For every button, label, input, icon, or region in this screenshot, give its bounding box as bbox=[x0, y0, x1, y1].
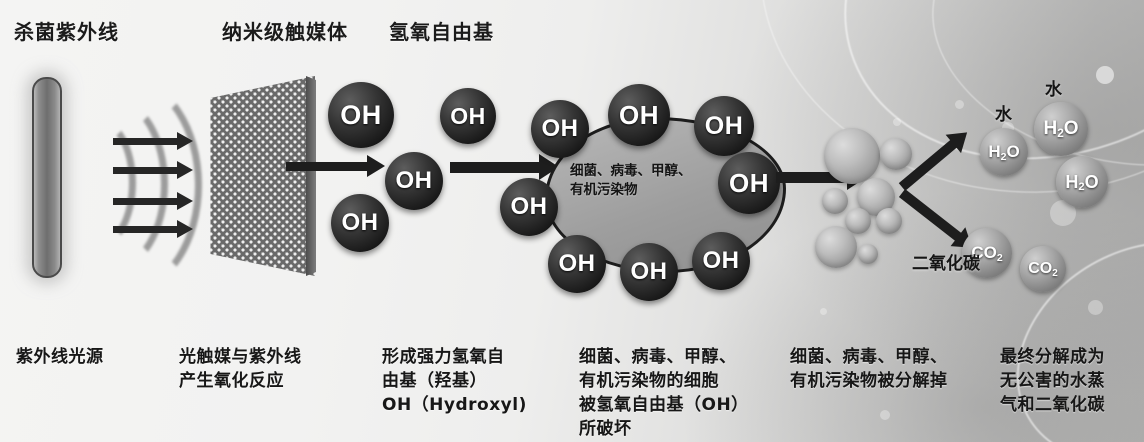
oh-molecule-label: OH bbox=[729, 167, 769, 198]
oh-molecule-blob: OH bbox=[500, 178, 558, 236]
oh-molecule-label: OH bbox=[558, 250, 596, 277]
oh-molecule-blob: OH bbox=[548, 235, 606, 293]
co2-molecule: CO2 bbox=[1020, 246, 1066, 292]
oh-molecule: OH bbox=[331, 194, 389, 252]
background-bokeh-7 bbox=[880, 410, 890, 420]
caption-line: 气和二氧化碳 bbox=[1000, 395, 1105, 415]
caption-line: 无公害的水蒸 bbox=[1000, 371, 1105, 391]
h2o-molecule: H2O bbox=[1034, 102, 1088, 156]
caption-line: 所破坏 bbox=[579, 419, 632, 439]
decomposed-bubble bbox=[876, 208, 902, 234]
pollutant-blob-line-1: 细菌、病毒、甲醇、 bbox=[570, 163, 692, 179]
oh-molecule-blob: OH bbox=[694, 96, 754, 156]
h2o-formula: H2O bbox=[988, 142, 1020, 163]
co2-formula: CO2 bbox=[1028, 260, 1058, 279]
uv-ray-2 bbox=[113, 161, 193, 179]
oh-molecule-label: OH bbox=[510, 193, 548, 220]
label-hydroxyl-radical: 氢氧自由基 bbox=[389, 20, 494, 44]
pollutant-blob-line-2: 有机污染物 bbox=[570, 182, 638, 198]
co2-molecule: CO2 bbox=[962, 228, 1012, 278]
oh-molecule-label: OH bbox=[450, 102, 486, 129]
decomposed-bubble bbox=[824, 128, 880, 184]
nano-catalyst-mesh-panel bbox=[210, 76, 315, 276]
background-swirl-2 bbox=[907, 0, 1144, 199]
oh-molecule-blob: OH bbox=[692, 232, 750, 290]
label-germicidal-uv: 杀菌紫外线 bbox=[14, 20, 119, 44]
oh-molecule-label: OH bbox=[541, 115, 579, 142]
pollutant-blob-text: 细菌、病毒、甲醇、 有机污染物 bbox=[570, 162, 750, 200]
caption-uv-light-source: 紫外线光源 bbox=[16, 345, 104, 369]
caption-hydroxyl-formation: 形成强力氢氧自 由基（羟基） OH（Hydroxyl) bbox=[382, 345, 527, 417]
oh-molecule: OH bbox=[328, 82, 394, 148]
water-label-left: 水 bbox=[995, 105, 1012, 125]
caption-line: 被氢氧自由基（OH） bbox=[579, 395, 749, 415]
branch-arrow-to-co2 bbox=[898, 189, 962, 242]
oh-molecule: OH bbox=[385, 152, 443, 210]
caption-line: 有机污染物的细胞 bbox=[579, 371, 719, 391]
oh-molecule-blob: OH bbox=[718, 152, 780, 214]
oh-molecule-label: OH bbox=[341, 209, 379, 236]
oh-molecule-label: OH bbox=[704, 111, 744, 140]
background-bokeh-8 bbox=[820, 308, 827, 315]
oh-molecule-label: OH bbox=[340, 99, 382, 130]
oh-molecule-blob: OH bbox=[608, 84, 670, 146]
h2o-molecule: H2O bbox=[980, 128, 1028, 176]
oh-molecule-label: OH bbox=[702, 247, 740, 274]
caption-line: 细菌、病毒、甲醇、 bbox=[579, 347, 737, 367]
process-arrow-2 bbox=[450, 154, 559, 180]
oh-molecule-label: OH bbox=[395, 167, 433, 194]
uv-ray-1 bbox=[113, 132, 193, 150]
oh-molecule-blob: OH bbox=[620, 243, 678, 301]
co2-formula: CO2 bbox=[971, 243, 1003, 264]
caption-photocatalyst-reaction: 光触媒与紫外线 产生氧化反应 bbox=[179, 345, 302, 393]
caption-cell-destruction: 细菌、病毒、甲醇、 有机污染物的细胞 被氢氧自由基（OH） 所破坏 bbox=[579, 345, 749, 441]
uv-ray-3 bbox=[113, 192, 193, 210]
uv-wave-arc-3 bbox=[58, 78, 202, 292]
h2o-formula: H2O bbox=[1065, 171, 1099, 194]
caption-final-products: 最终分解成为 无公害的水蒸 气和二氧化碳 bbox=[1000, 345, 1105, 417]
uv-lamp-tube bbox=[32, 77, 62, 278]
caption-line: 细菌、病毒、甲醇、 bbox=[790, 347, 948, 367]
oh-molecule: OH bbox=[440, 88, 496, 144]
process-arrow-1 bbox=[286, 155, 385, 177]
water-label-right: 水 bbox=[1045, 80, 1062, 100]
decomposed-bubble bbox=[880, 138, 912, 170]
background-bokeh-6 bbox=[1088, 300, 1103, 315]
h2o-formula: H2O bbox=[1043, 118, 1079, 141]
decomposed-bubble bbox=[845, 208, 871, 234]
decomposed-bubble bbox=[822, 188, 848, 214]
h2o-molecule: H2O bbox=[1056, 156, 1108, 208]
caption-line: 光触媒与紫外线 bbox=[179, 347, 302, 367]
co2-label: 二氧化碳 bbox=[912, 254, 980, 274]
nano-catalyst-mesh-edge bbox=[306, 76, 316, 276]
decomposed-bubble bbox=[815, 226, 857, 268]
caption-line: 产生氧化反应 bbox=[179, 371, 284, 391]
background-bokeh-1 bbox=[1096, 66, 1114, 84]
decomposed-bubble bbox=[858, 244, 878, 264]
oh-molecule-blob: OH bbox=[531, 100, 589, 158]
caption-line: 紫外线光源 bbox=[16, 347, 104, 367]
caption-line: OH（Hydroxyl) bbox=[382, 395, 527, 415]
caption-line: 最终分解成为 bbox=[1000, 347, 1105, 367]
oh-molecule-label: OH bbox=[619, 99, 659, 130]
oh-molecule-label: OH bbox=[630, 258, 668, 285]
caption-line: 形成强力氢氧自 bbox=[382, 347, 505, 367]
caption-line: 有机污染物被分解掉 bbox=[790, 371, 948, 391]
caption-decomposition: 细菌、病毒、甲醇、 有机污染物被分解掉 bbox=[790, 345, 948, 393]
label-nano-catalyst: 纳米级触媒体 bbox=[222, 20, 348, 44]
uv-ray-4 bbox=[113, 220, 193, 238]
background-bokeh-5 bbox=[893, 118, 901, 126]
background-bokeh-4 bbox=[955, 100, 964, 109]
caption-line: 由基（羟基） bbox=[382, 371, 487, 391]
